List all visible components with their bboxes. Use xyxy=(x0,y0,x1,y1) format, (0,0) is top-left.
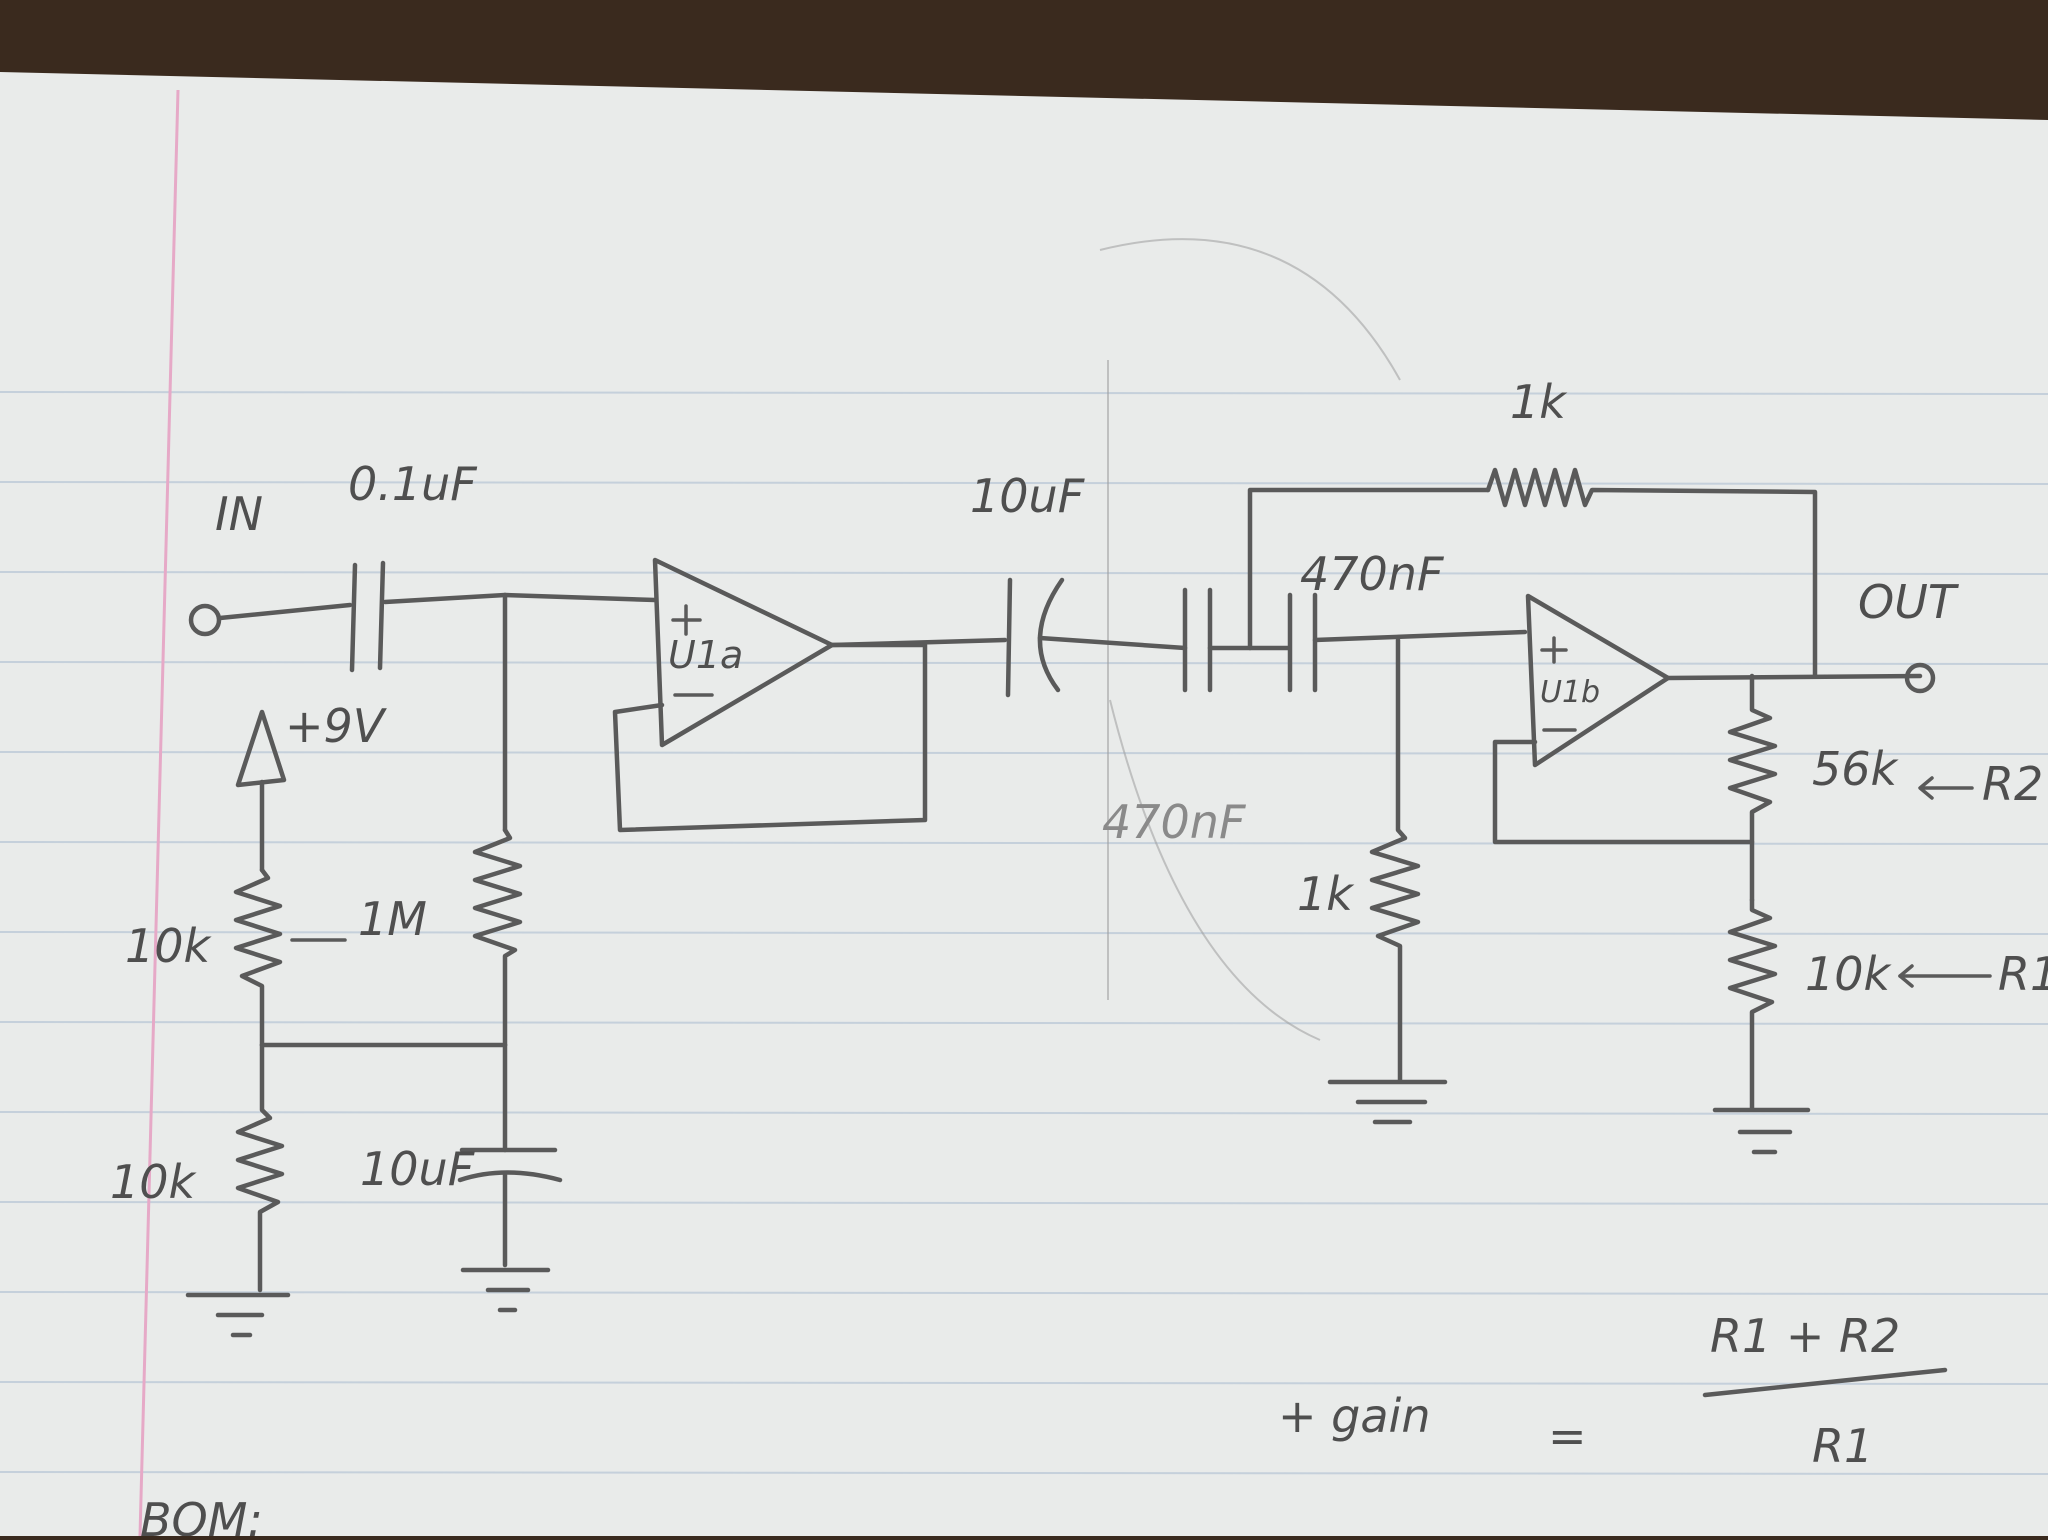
label-equals: = xyxy=(1548,1409,1587,1463)
paper-sheet xyxy=(0,72,2048,1536)
output-terminal xyxy=(1904,662,1936,694)
resistor-1k-feedback xyxy=(1485,467,1818,679)
label-out: OUT xyxy=(1858,575,1960,629)
label-u1b: U1b xyxy=(1540,675,1600,710)
ground-4 xyxy=(1712,1107,1811,1155)
ground-3 xyxy=(1327,1079,1448,1125)
resistor-1k-ground xyxy=(1369,637,1421,1083)
label-bias-cap: 10uF xyxy=(360,1142,475,1196)
capacitor-bias xyxy=(457,1042,563,1268)
wire-feedback-left xyxy=(1247,487,1491,651)
label-10k-top: 10k xyxy=(125,919,213,973)
wire-out xyxy=(1665,673,1923,681)
wire-to-u1b xyxy=(1312,629,1528,643)
opamp-u1b xyxy=(1525,593,1671,768)
ground-2 xyxy=(460,1267,551,1313)
label-bom: BOM: xyxy=(140,1493,263,1536)
capacitor-470n-2 xyxy=(1287,592,1318,693)
label-coupling-cap: 10uF xyxy=(970,469,1085,523)
label-10k-gain: 10k xyxy=(1805,947,1893,1001)
wire-u1a-out xyxy=(829,637,1008,648)
label-470n-top: 470nF xyxy=(1300,547,1444,601)
pencil-smudges xyxy=(1099,238,1401,1041)
ruled-lines xyxy=(0,391,2048,1475)
wire-u1b-inv xyxy=(1492,739,1755,845)
resistor-10k-gain xyxy=(1727,897,1778,1111)
capacitor-470n-1 xyxy=(1182,587,1213,693)
label-gain-denominator: R1 xyxy=(1812,1419,1873,1473)
label-input-cap: 0.1uF xyxy=(348,457,477,511)
resistor-1m xyxy=(472,827,523,1048)
resistor-10k-top xyxy=(233,867,283,1048)
supply-symbol xyxy=(235,709,287,873)
label-10k-bottom: 10k xyxy=(110,1155,198,1209)
margin-line xyxy=(138,89,180,1537)
label-in: IN xyxy=(215,487,263,541)
arrow-r2 xyxy=(1918,776,1974,800)
fraction-bar xyxy=(1702,1367,1948,1398)
label-supply: +9V xyxy=(285,699,388,753)
resistor-56k xyxy=(1727,673,1778,903)
ground-1 xyxy=(185,1292,291,1338)
label-1m: 1M xyxy=(358,892,427,946)
input-capacitor xyxy=(349,560,386,673)
label-r2-tag: R2 xyxy=(1982,757,2043,811)
label-56k: 56k xyxy=(1812,742,1900,796)
label-470n-bottom: 470nF xyxy=(1102,795,1246,849)
label-r1-tag: R1 xyxy=(1998,947,2048,1001)
wire-in xyxy=(217,602,353,621)
label-gain: + gain xyxy=(1278,1389,1431,1443)
resistor-10k-bottom xyxy=(235,1042,285,1293)
arrow-r1 xyxy=(1898,964,1992,988)
opamp-u1a xyxy=(652,557,835,748)
wire-to-filter xyxy=(1037,635,1188,651)
label-1k-feedback: 1k xyxy=(1510,375,1568,429)
label-1k-ground: 1k xyxy=(1297,867,1355,921)
label-gain-numerator: R1 + R2 xyxy=(1710,1309,1900,1363)
label-u1a: U1a xyxy=(668,633,743,677)
